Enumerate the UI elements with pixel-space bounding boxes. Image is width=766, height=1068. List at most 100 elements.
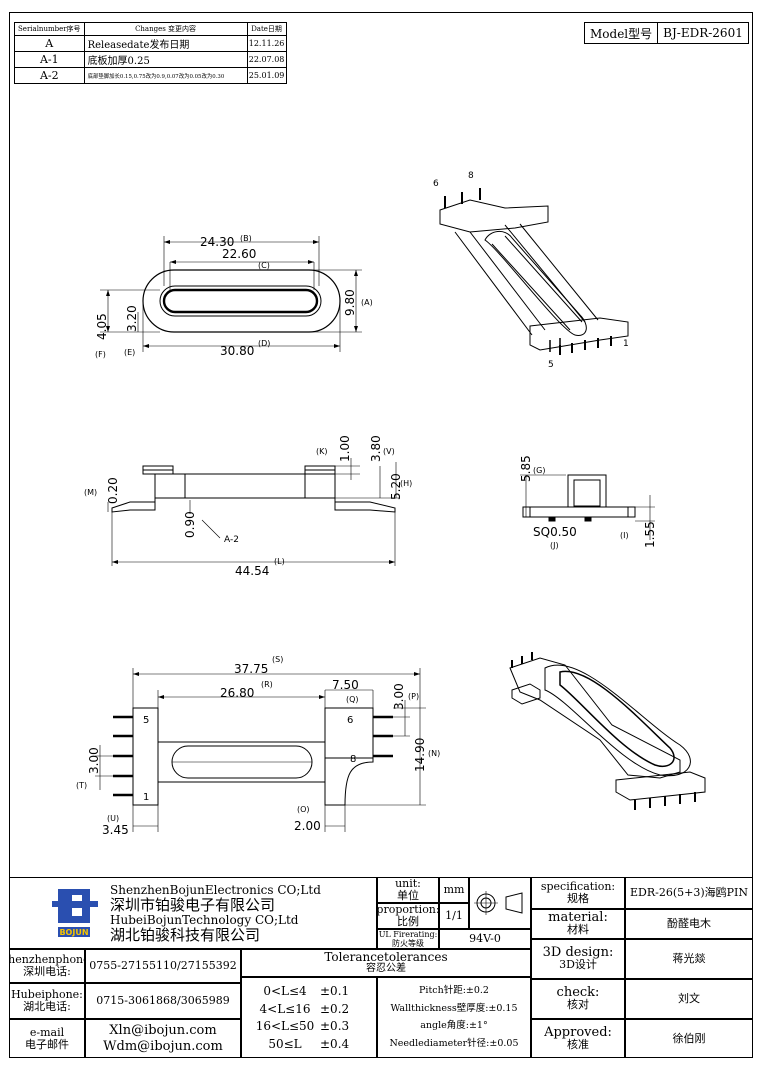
sz-phone-label-cn: 深圳电话: (23, 965, 71, 978)
proportion-value: 1/1 (439, 903, 469, 929)
tol-value: ±0.2 (320, 1001, 350, 1016)
spec-value: EDR-26(5+3)海鸥PIN (625, 877, 753, 909)
dim-p-tag: (P) (408, 692, 419, 701)
table-row: A-1 底板加厚0.25 22.07.08 (14, 51, 287, 68)
dim-n-tag: (N) (428, 749, 440, 758)
dim-q: 7.50 (332, 678, 359, 692)
dim-d-tag: (D) (258, 339, 270, 348)
projection-symbol-cell (469, 877, 531, 929)
dim-f: 4.05 (95, 313, 109, 340)
table-row: A-2 底部垫脚加长0.15,0.75改为0.9,0.07改为0.05改为0.3… (14, 67, 287, 84)
dim-i-tag: (I) (620, 531, 629, 540)
hb-phone-label: Hubeiphone: (11, 988, 83, 1001)
note-needle: Needlediameter针径:±0.05 (389, 1038, 519, 1050)
dim-c: 22.60 (222, 247, 256, 261)
revision-marker-a2: A-2 (224, 535, 239, 545)
unit-value: mm (439, 877, 469, 903)
dim-g: 5.85 (519, 455, 533, 482)
company-cn-1: 深圳市铂骏电子有限公司 (110, 896, 276, 914)
spec-label-cn: 规格 (567, 892, 589, 905)
company-names: ShenzhenBojunElectronics CO;Ltd 深圳市铂骏电子有… (110, 883, 321, 943)
tolerance-row: 0<L≤4 ±0.1 (250, 985, 368, 997)
dim-m: 0.20 (106, 477, 120, 504)
company-cn-2: 湖北铂骏科技有限公司 (110, 926, 261, 944)
email-label-cell: e-mail 电子邮件 (9, 1019, 85, 1058)
sz-phone: 0755-27155110/27155392 (85, 949, 241, 983)
spec-label-cell: specification: 规格 (531, 877, 625, 909)
dim-s-tag: (S) (272, 655, 283, 664)
dim-d: 30.80 (220, 344, 254, 358)
side-view: 1.00 (K) 3.80 (V) 5.20 (H) 0.20 (M) 0.90… (84, 435, 412, 578)
ul-label: UL Firerating: (378, 930, 438, 939)
dim-n: 14.90 (413, 738, 427, 772)
pin-label-5: 5 (143, 715, 149, 726)
spec-label: specification: (540, 880, 616, 893)
iso-pin-8: 8 (468, 171, 474, 181)
title-block: BOJUN ShenzhenBojunElectronics CO;Ltd 深圳… (9, 877, 753, 1058)
dim-f-tag: (F) (95, 350, 106, 359)
unit-label-cell: unit: 单位 (377, 877, 439, 903)
dim-c-tag: (C) (258, 261, 270, 270)
check-label: check: (556, 985, 600, 1000)
dim-i: 1.55 (643, 521, 657, 548)
check-label-cn: 核对 (567, 998, 589, 1011)
dim-j: SQ0.50 (533, 525, 577, 539)
iso-pin-5: 5 (548, 360, 554, 370)
hb-phone-label-cn: 湖北电话: (23, 1000, 71, 1013)
proportion-label: proportion: (377, 903, 439, 916)
dim-r-tag: (R) (261, 680, 273, 689)
ul-value: 94V-0 (439, 929, 531, 949)
iso-pin-1: 1 (623, 339, 629, 349)
dim-v-tag: (V) (383, 447, 395, 456)
tol-range: 16<L≤50 (255, 1019, 315, 1034)
email-cell: Xln@ibojun.com Wdm@ibojun.com (85, 1019, 241, 1058)
end-view: 5.85 (G) SQ0.50 (J) 1.55 (I) (519, 455, 657, 550)
sz-phone-label: Shenzhenphone: (9, 953, 84, 966)
dim-h-tag: (H) (400, 479, 412, 488)
dim-l-tag: (L) (274, 557, 285, 566)
rev-date: 25.01.09 (246, 67, 287, 84)
tol-value: ±0.1 (320, 983, 350, 998)
company-en-1: ShenzhenBojunElectronics CO;Ltd (110, 883, 321, 897)
proportion-label-cn: 比例 (397, 915, 419, 928)
tolerance-ranges: 0<L≤4 ±0.1 4<L≤16±0.2 16<L≤50±0.3 50≤L ±0.… (241, 977, 377, 1058)
bojun-logo: BOJUN (52, 889, 98, 937)
tolerance-title: Tolerancetolerances (324, 950, 448, 964)
ul-label-cell: UL Firerating: 防火等级 (377, 929, 439, 949)
projection-icon (474, 891, 523, 915)
sz-phone-label-cell: Shenzhenphone: 深圳电话: (9, 949, 85, 983)
isometric-view-top: 6 8 5 1 (433, 171, 629, 370)
approved-value: 徐伯刚 (625, 1019, 753, 1058)
email-1: Xln@ibojun.com (109, 1022, 217, 1038)
material-label-cn: 材料 (567, 923, 589, 936)
design-label: 3D design: (542, 945, 614, 960)
tolerance-row: 4<L≤16±0.2 (250, 1003, 368, 1015)
tol-value: ±0.4 (320, 1037, 350, 1052)
pin-label-1: 1 (143, 792, 149, 803)
dim-b: 24.30 (200, 235, 234, 249)
dim-e-tag: (E) (124, 348, 135, 357)
tol-range: 50≤L (268, 1037, 302, 1052)
email-label: e-mail (29, 1025, 65, 1039)
dim-m-tag: (M) (84, 488, 97, 497)
dim-b-tag: (B) (240, 234, 252, 243)
tol-range: 0<L≤4 (263, 983, 307, 998)
dim-p: 3.00 (392, 683, 406, 710)
logo-text: BOJUN (59, 928, 88, 937)
approved-label: Approved: (544, 1024, 612, 1040)
iso-pin-6: 6 (433, 179, 439, 189)
dim-s: 37.75 (234, 662, 268, 676)
pin-label-8: 8 (350, 754, 356, 765)
dim-a-tag: (A) (361, 298, 373, 307)
hb-phone-label-cell: Hubeiphone: 湖北电话: (9, 983, 85, 1019)
model-value: BJ-EDR-2601 (657, 22, 749, 44)
note-wall: Wallthickness壁厚度:±0.15 (390, 1002, 518, 1014)
approved-label-cn: 核准 (567, 1037, 589, 1051)
tolerance-notes: Pitch针距:±0.2 Wallthickness壁厚度:±0.15 angl… (377, 977, 531, 1058)
hb-phone: 0715-3061868/3065989 (85, 983, 241, 1019)
tolerance-row: 16<L≤50±0.3 (250, 1020, 368, 1032)
material-value: 酚醛电木 (625, 909, 753, 939)
company-cell: BOJUN ShenzhenBojunElectronics CO;Ltd 深圳… (9, 877, 377, 949)
dim-u: 3.45 (102, 823, 129, 837)
